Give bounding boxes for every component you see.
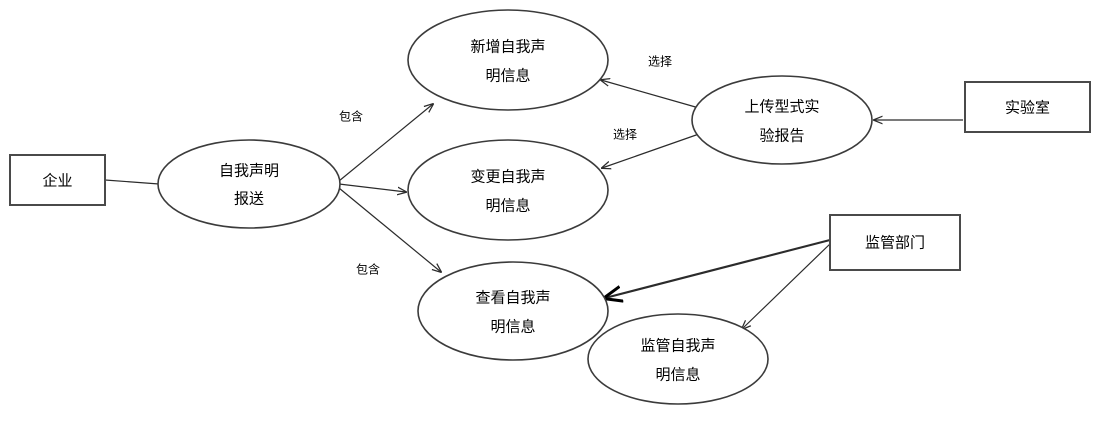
edge-regulator-to-supervise — [742, 241, 833, 329]
usecase-view-label-line2: 明信息 — [490, 318, 535, 336]
usecase-submit-label-line1: 自我声明 — [219, 162, 279, 180]
edge-submit-to-modify — [338, 183, 406, 192]
actor-laboratory-label: 实验室 — [1005, 99, 1050, 117]
usecase-modify-label-line1: 变更自我声 — [470, 168, 545, 186]
usecase-submit-label-line2: 报送 — [234, 190, 264, 208]
usecase-upload-ellipse[interactable] — [691, 75, 873, 165]
usecase-supervise-ellipse[interactable] — [587, 313, 769, 405]
usecase-submit[interactable]: 自我声明 报送 — [157, 139, 341, 229]
edge-layer — [104, 80, 963, 329]
edge-submit-to-add — [338, 104, 433, 182]
usecase-modify-ellipse[interactable] — [407, 139, 609, 241]
usecase-view[interactable]: 查看自我声 明信息 — [417, 261, 609, 361]
usecase-view-ellipse[interactable] — [417, 261, 609, 361]
actor-enterprise-box[interactable] — [9, 154, 106, 206]
actor-regulator-label: 监管部门 — [865, 234, 925, 252]
actor-laboratory[interactable]: 实验室 — [964, 81, 1091, 133]
usecase-layer: 自我声明 报送 新增自我声 明信息 变更自我声 明信息 查看自我声 明信息 监管 — [157, 9, 873, 405]
usecase-add-label-line2: 明信息 — [485, 67, 530, 85]
usecase-modify-label-line2: 明信息 — [485, 197, 530, 215]
usecase-supervise-label-line1: 监管自我声 — [640, 337, 715, 355]
usecase-modify[interactable]: 变更自我声 明信息 — [407, 139, 609, 241]
usecase-add-label-line1: 新增自我声 — [470, 38, 545, 56]
actor-regulator[interactable]: 监管部门 — [829, 214, 961, 271]
edge-label-select-top: 选择 — [648, 55, 672, 69]
actor-enterprise-label: 企业 — [42, 172, 72, 190]
usecase-view-label-line1: 查看自我声 — [475, 289, 550, 307]
usecase-supervise-label-line2: 明信息 — [655, 366, 700, 384]
usecase-add-ellipse[interactable] — [407, 9, 609, 111]
edge-upload-to-modify — [602, 133, 700, 168]
usecase-upload-label-line1: 上传型式实 — [744, 98, 819, 116]
usecase-upload[interactable]: 上传型式实 验报告 — [691, 75, 873, 165]
edge-label-include-top: 包含 — [339, 109, 363, 124]
edge-upload-to-add — [601, 80, 700, 109]
edge-submit-to-view — [338, 187, 441, 272]
usecase-upload-label-line2: 验报告 — [759, 127, 804, 145]
edge-label-include-bottom: 包含 — [356, 262, 380, 277]
actor-layer: 企业 实验室 监管部门 — [9, 81, 1091, 271]
usecase-supervise[interactable]: 监管自我声 明信息 — [587, 313, 769, 405]
actor-enterprise[interactable]: 企业 — [9, 154, 106, 206]
actor-laboratory-box[interactable] — [964, 81, 1091, 133]
actor-regulator-box[interactable] — [829, 214, 961, 271]
edge-regulator-to-view — [605, 238, 831, 298]
edge-label-layer: 包含 包含 选择 选择 — [339, 55, 672, 277]
edge-enterprise-to-submit — [104, 179, 160, 185]
edge-label-select-bottom: 选择 — [613, 128, 637, 142]
usecase-add[interactable]: 新增自我声 明信息 — [407, 9, 609, 111]
usecase-submit-ellipse[interactable] — [157, 139, 341, 229]
